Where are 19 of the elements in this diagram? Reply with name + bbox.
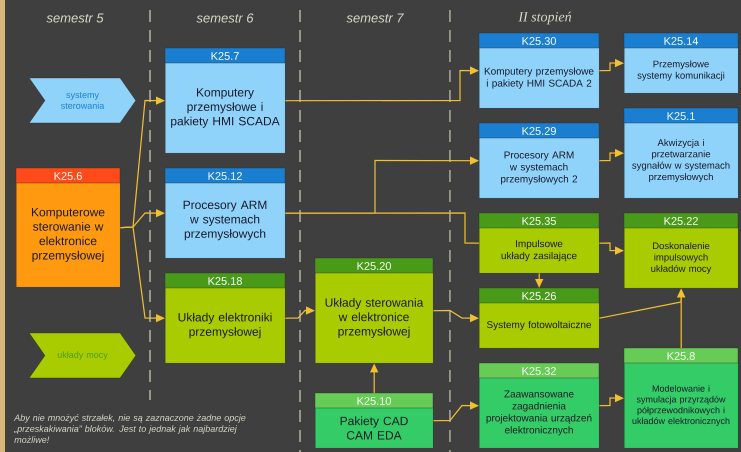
- course-box: K25.20 Układy sterowania w elektronice przemysłowej: [314, 258, 434, 364]
- course-box: K25.26 Systemy fotowoltaiczne: [478, 288, 600, 348]
- course-box: K25.30 Komputery przemysłowe i pakiety HMI SCADA 2: [478, 32, 600, 108]
- note-text: Aby nie mnożyć strzałek, nie są zaznaczone żadne opcje „przeskakiwania” bloków. Jest to jednak jak najbardziej możliwe!: [14, 414, 246, 443]
- column-heading: semestr 5: [46, 13, 104, 23]
- course-box: K25.32 Zaawansowane zagadnienia projektowania urządzeń elektronicznych: [478, 362, 600, 448]
- column-heading: semestr 7: [346, 13, 404, 23]
- course-box: K25.35 Impulsowe układy zasilające: [478, 212, 600, 274]
- column-heading: semestr 6: [196, 13, 254, 23]
- course-box: K25.18 Układy elektroniki przemysłowej: [164, 272, 286, 364]
- course-box: K25.8 Modelowanie i symulacja przyrządów półprzewodnikowych i układów elektronicznych: [624, 348, 738, 448]
- course-box: K25.29 Procesory ARM w systemach przemysłowych 2: [478, 122, 600, 198]
- course-box: K25.14 Przemysłowe systemy komunikacji: [624, 32, 738, 94]
- course-box: K25.22 Doskonalenie impulsowych układów mocy: [624, 212, 738, 288]
- course-box: K25.1 Akwizycja i przetwarzanie sygnałów w systemach przemysłowych: [624, 108, 738, 198]
- course-box: K25.7 Komputery przemysłowe i pakiety HMI SCADA: [164, 48, 286, 154]
- course-box: K25.10 Pakiety CAD CAM EDA: [314, 392, 434, 448]
- course-box: K25.6 Komputerowe sterowanie w elektronice przemysłowej: [16, 168, 120, 288]
- course-box: K25.12 Procesory ARM w systemach przemysłowych: [164, 168, 286, 258]
